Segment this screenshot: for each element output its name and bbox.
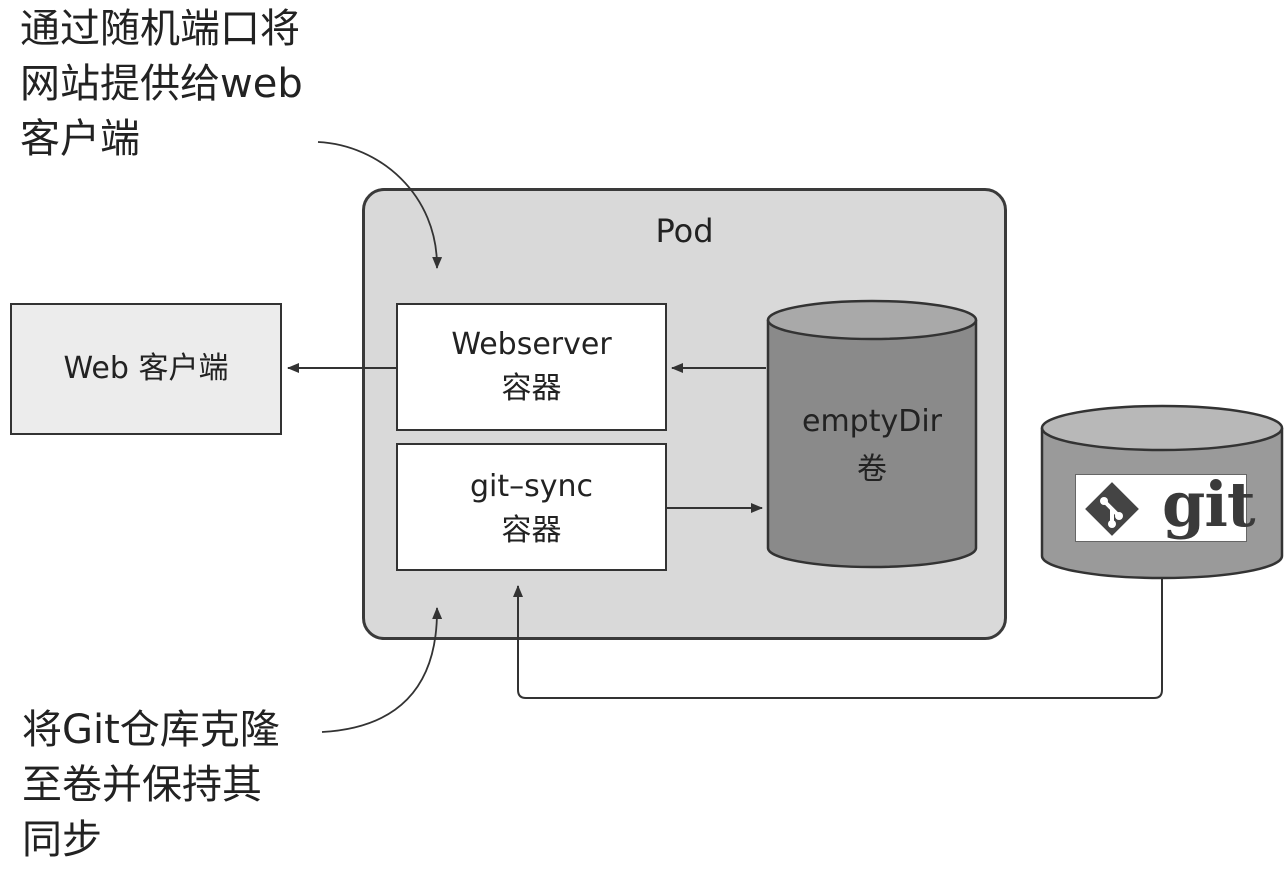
top-annotation-line-1: 通过随机端口将 [20, 6, 300, 52]
top-annotation-pointer [317, 141, 443, 269]
bottom-annotation-line-3: 同步 [22, 817, 102, 863]
top-annotation-line-3: 客户端 [20, 116, 140, 162]
gitsync-container-box: git–sync 容器 [396, 443, 667, 571]
git-diamond-icon [1085, 482, 1139, 536]
bottom-annotation: 将Git仓库克隆 至卷并保持其 同步 [22, 703, 280, 868]
web-client-box: Web 客户端 [10, 303, 282, 435]
gitsync-container-name: git–sync [469, 469, 594, 504]
git-logo-text: git [1162, 468, 1256, 541]
bottom-annotation-line-1: 将Git仓库克隆 [22, 707, 280, 753]
empty-dir-kind: 卷 [857, 452, 887, 487]
gitsync-container-kind: 容器 [501, 513, 562, 548]
webserver-container-name: Webserver [451, 327, 612, 362]
bottom-annotation-line-2: 至卷并保持其 [22, 762, 262, 808]
top-annotation-line-2: 网站提供给web [20, 61, 303, 107]
empty-dir-name: emptyDir [801, 404, 942, 439]
connector-repo-to-gitsync [513, 578, 1163, 699]
empty-dir-cylinder [766, 299, 978, 569]
top-annotation: 通过随机端口将 网站提供给web 客户端 [20, 2, 303, 167]
pod-label: Pod [655, 212, 714, 250]
web-client-label: Web 客户端 [63, 351, 229, 386]
webserver-container-box: Webserver 容器 [396, 303, 667, 431]
webserver-container-kind: 容器 [501, 371, 562, 406]
empty-dir-label: emptyDir 卷 [768, 398, 976, 494]
bottom-annotation-pointer [321, 607, 443, 733]
